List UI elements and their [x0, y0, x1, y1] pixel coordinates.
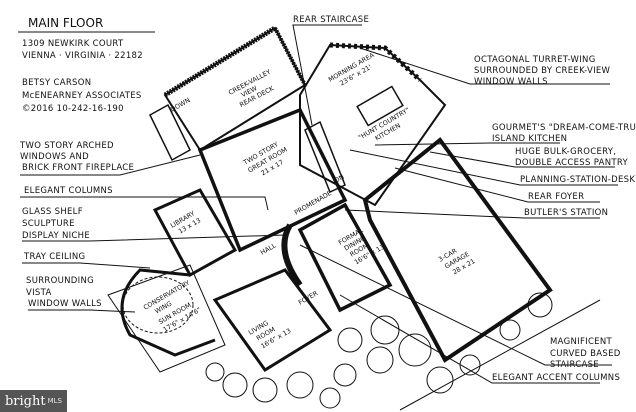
room-dn: DN: [333, 173, 346, 185]
callout-vista-1: SURROUNDING: [26, 276, 94, 286]
callout-glass-shelf-3: DISPLAY NICHE: [22, 231, 90, 241]
callout-turret-3: WINDOW WALLS: [474, 77, 548, 87]
callout-turret-2: SURROUNDED BY CREEK-VIEW: [474, 66, 611, 76]
callouts-left: TWO STORY ARCHED WINDOWS AND BRICK FRONT…: [19, 141, 286, 313]
callouts-right: REAR STAIRCASE OCTAGONAL TURRET-WING SUR…: [292, 15, 636, 384]
room-hall: HALL: [259, 241, 278, 256]
callout-arched-3: BRICK FRONT FIREPLACE: [22, 163, 134, 173]
callout-elegant-columns: ELEGANT COLUMNS: [24, 186, 113, 196]
callout-glass-shelf-1: GLASS SHELF: [22, 207, 83, 217]
callout-tray-ceiling: TRAY CEILING: [23, 252, 85, 262]
agency-name: McENEARNEY ASSOCIATES: [22, 91, 142, 101]
callout-vista-2: VISTA: [26, 288, 52, 298]
plan-title: MAIN FLOOR: [28, 16, 103, 30]
room-morning-area: MORNING AREA23'6" x 21': [327, 51, 381, 92]
room-library: LIBRARY13 x 13: [169, 209, 202, 238]
callout-turret-1: OCTAGONAL TURRET-WING: [474, 55, 596, 65]
room-down: DOWN: [169, 96, 192, 114]
callout-staircase-2: CURVED BASED: [550, 349, 621, 359]
callout-arched-1: TWO STORY ARCHED: [19, 141, 114, 151]
room-promenade: PROMENADE: [293, 189, 333, 217]
callout-rear-foyer: REAR FOYER: [528, 192, 584, 202]
callout-pantry-1: HUGE BULK-GROCERY,: [515, 147, 616, 157]
callout-vista-3: WINDOW WALLS: [28, 299, 102, 309]
callout-accent-columns: ELEGANT ACCENT COLUMNS: [492, 373, 620, 383]
callout-gourmet-2: ISLAND KITCHEN: [492, 134, 567, 144]
address-line1: 1309 NEWKIRK COURT: [22, 39, 124, 49]
room-conservatory: CONSERVATORYWINGSUN ROOM17'6" x 14'6": [142, 279, 206, 337]
callout-pantry-2: DOUBLE ACCESS PANTRY: [515, 158, 629, 168]
copyright: ©2016 10-242-16-190: [22, 104, 124, 114]
room-dining: FORMALDININGROOM16'6" x 13: [337, 221, 386, 268]
agent-name: BETSY CARSON: [22, 78, 91, 88]
callout-staircase-1: MAGNIFICENT: [550, 337, 613, 347]
room-living: LIVINGROOM16'6" x 13: [247, 311, 292, 352]
room-great-room: TWO STORYGREAT ROOM21 x 17: [241, 138, 293, 183]
room-garage: 3-CARGARAGE28 x 21: [437, 242, 476, 280]
callout-butlers-station: BUTLER'S STATION: [524, 208, 608, 218]
callout-planning-desk: PLANNING-STATION-DESK: [520, 175, 635, 185]
callout-glass-shelf-2: SCULPTURE: [22, 219, 75, 229]
building-outline: [107, 25, 601, 411]
address-line2: VIENNA · VIRGINIA · 22182: [22, 51, 143, 61]
callout-rear-staircase: REAR STAIRCASE: [293, 15, 369, 25]
room-kitchen: "HUNT COUNTRY"KITCHEN: [357, 106, 416, 150]
callout-gourmet-1: GOURMET'S "DREAM-COME-TRUE": [492, 123, 636, 133]
callout-arched-2: WINDOWS AND: [20, 152, 89, 162]
